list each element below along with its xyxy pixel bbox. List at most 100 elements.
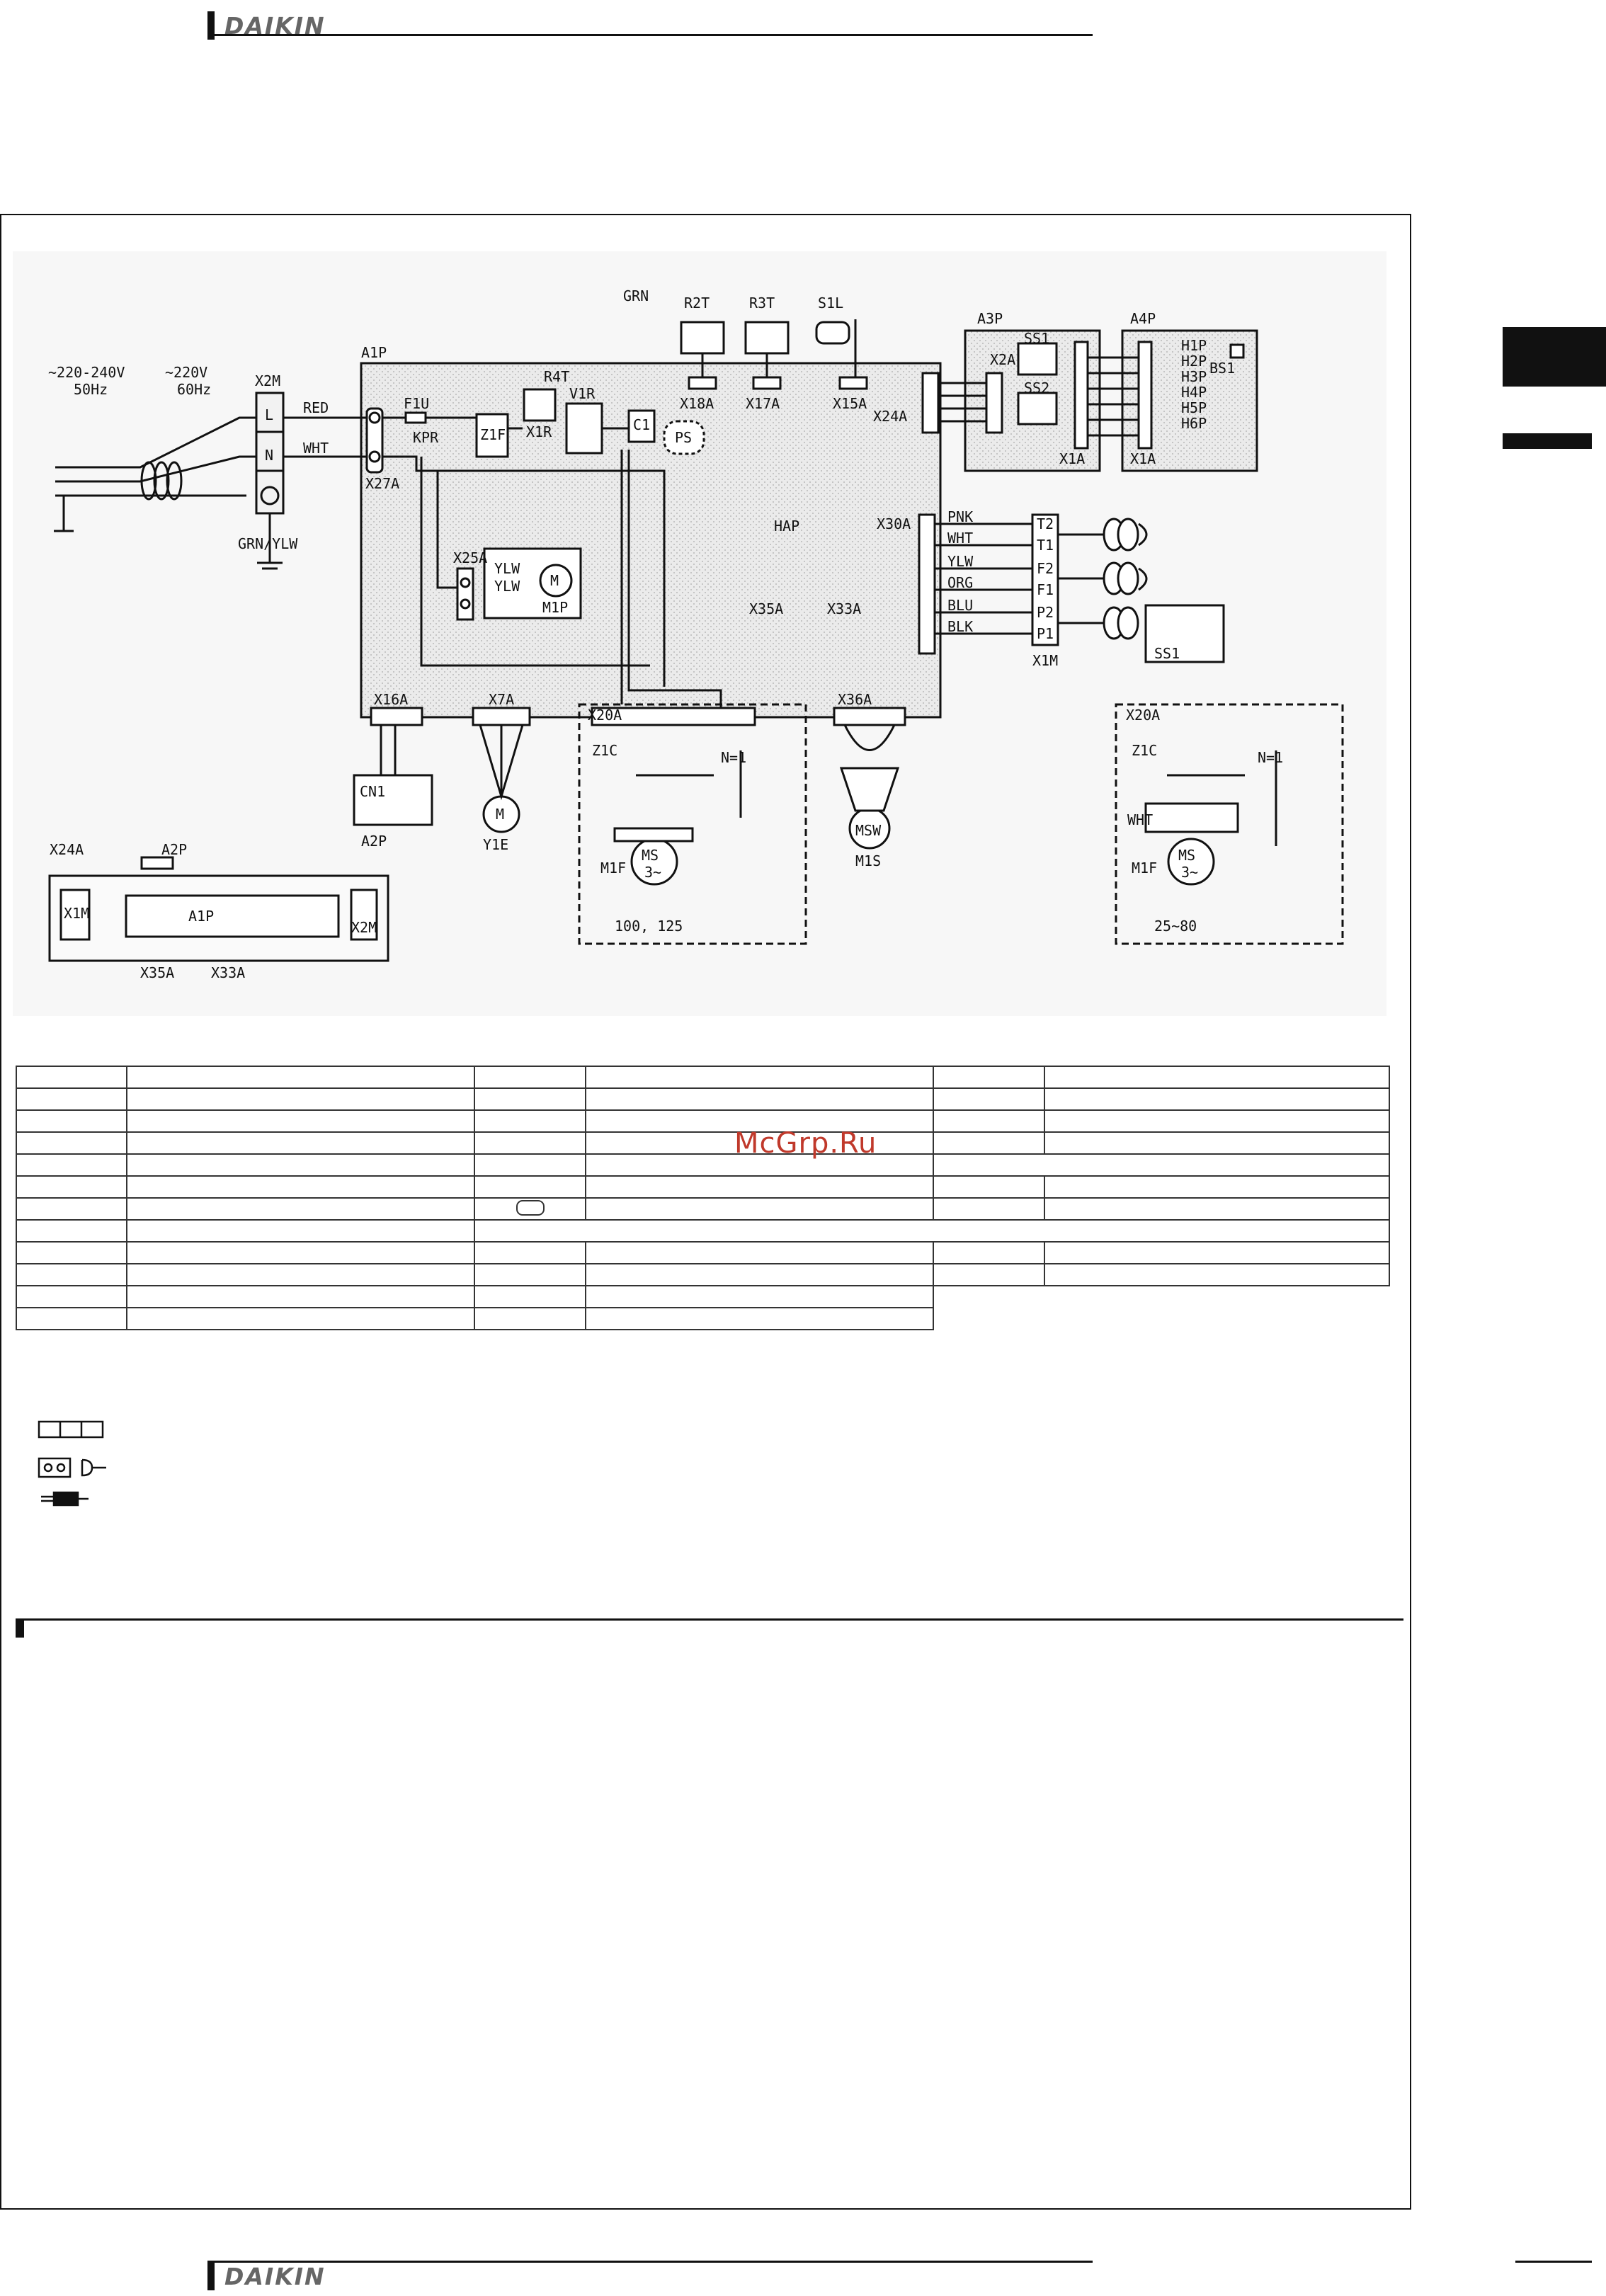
wiring-diagram: ~220-240V 50Hz ~220V 60Hz X2M L N GRN/YL…: [13, 251, 1386, 1016]
diagram-label: HAP: [774, 518, 799, 535]
diagram-label: 50Hz: [74, 381, 108, 398]
diagram-label: X18A: [680, 395, 714, 412]
diagram-label: YLW: [494, 560, 520, 577]
table-row: [16, 1219, 1390, 1243]
diagram-label: 3~: [644, 864, 661, 881]
diagram-label: X1R: [526, 423, 552, 440]
diagram-label: N=1: [1258, 749, 1283, 766]
diagram-label: X1M: [1032, 652, 1058, 669]
diagram-label: F1U: [404, 395, 429, 412]
diagram-label: Z1C: [1132, 742, 1157, 759]
diagram-label: X17A: [746, 395, 780, 412]
diagram-label: V1R: [569, 385, 596, 402]
diagram-label: X2A: [990, 351, 1015, 368]
diagram-label: M1S: [855, 852, 881, 869]
diagram-label: H5P: [1181, 399, 1207, 416]
diagram-label: X33A: [211, 964, 245, 981]
section-bar: [1503, 433, 1592, 449]
symbol-key: [38, 1420, 106, 1507]
diagram-label: X15A: [833, 395, 867, 412]
diagram-label: T1: [1037, 537, 1054, 554]
page-rule: [1515, 2261, 1592, 2263]
diagram-label: M1F: [1132, 859, 1157, 876]
diagram-label: A3P: [977, 310, 1003, 327]
diagram-label: R3T: [749, 295, 775, 312]
header-rule: [207, 34, 1093, 36]
table-row: [16, 1263, 1390, 1286]
diagram-label: H2P: [1181, 353, 1207, 370]
diagram-label: N: [265, 447, 273, 464]
diagram-label: R2T: [684, 295, 710, 312]
table-row: [16, 1109, 1390, 1133]
section-marker: [16, 1619, 24, 1638]
table-row: [16, 1285, 1389, 1308]
section-rule: [16, 1618, 1403, 1621]
diagram-label: 60Hz: [177, 381, 211, 398]
diagram-label: WHT: [947, 530, 973, 547]
diagram-label: A2P: [361, 833, 387, 850]
diagram-label: BLU: [947, 597, 973, 614]
diagram-label: GRN: [623, 287, 649, 304]
diagram-label: MS: [642, 847, 659, 864]
brand-name: DAIKIN: [224, 2262, 326, 2290]
diagram-label: R4T: [544, 368, 569, 385]
diagram-label: RED: [303, 399, 329, 416]
table-row: [16, 1197, 1390, 1221]
diagram-label: X36A: [838, 691, 872, 708]
diagram-label: X16A: [374, 691, 408, 708]
diagram-label: F2: [1037, 560, 1054, 577]
diagram-label: H6P: [1181, 415, 1207, 432]
diagram-label: X1M: [64, 905, 89, 922]
diagram-label: T2: [1037, 515, 1054, 532]
diagram-label: M: [496, 806, 504, 823]
logo-mark: [207, 2262, 215, 2290]
diagram-label: BS1: [1209, 360, 1235, 377]
diagram-label: F1: [1037, 581, 1054, 598]
logo-mark: [207, 11, 215, 40]
diagram-label: X35A: [140, 964, 174, 981]
diagram-label: YLW: [947, 553, 974, 570]
diagram-label: X24A: [873, 408, 907, 425]
watermark: McGrp.Ru: [734, 1127, 877, 1160]
diagram-label: X27A: [365, 475, 399, 492]
diagram-label: SS2: [1024, 379, 1049, 396]
diagram-label: M1F: [600, 859, 626, 876]
diagram-label: SS1: [1024, 330, 1049, 347]
diagram-label: Z1C: [592, 742, 617, 759]
diagram-label: X20A: [1126, 707, 1160, 724]
diagram-label: WHT: [303, 440, 329, 457]
diagram-label: X1A: [1130, 450, 1156, 467]
table-row: [16, 1307, 1389, 1330]
table-row: [16, 1066, 1390, 1089]
diagram-label: X30A: [877, 515, 911, 532]
diagram-label: GRN/YLW: [238, 535, 298, 552]
diagram-label: 3~: [1181, 864, 1198, 881]
diagram-label: X7A: [489, 691, 514, 708]
table-row: [16, 1175, 1390, 1199]
diagram-label: BLK: [947, 618, 973, 635]
table-row: [16, 1241, 1390, 1264]
ground-symbol: [516, 1199, 545, 1216]
diagram-label: X35A: [749, 600, 783, 617]
footer-rule: [207, 2261, 1093, 2263]
diagram-label: C1: [633, 416, 650, 433]
diagram-label: X20A: [588, 707, 622, 724]
diagram-label: A2P: [161, 841, 187, 858]
diagram-label: CN1: [360, 783, 385, 800]
diagram-label: 25~80: [1154, 918, 1197, 935]
table-row: [16, 1131, 1390, 1155]
diagram-label: ORG: [947, 574, 973, 591]
diagram-label: M: [550, 572, 559, 589]
diagram-label: SS1: [1154, 645, 1180, 662]
diagram-label: ~220-240V: [48, 364, 125, 381]
diagram-label: A4P: [1130, 310, 1156, 327]
diagram-label: X24A: [50, 841, 84, 858]
diagram-label: PS: [675, 429, 692, 446]
diagram-label: MSW: [855, 822, 882, 839]
diagram-label: M1P: [542, 599, 568, 616]
table-row: [16, 1153, 1390, 1177]
table-row: [16, 1087, 1390, 1111]
content-frame: [0, 214, 1411, 2210]
diagram-label: H4P: [1181, 384, 1207, 401]
diagram-label: Y1E: [483, 836, 508, 853]
